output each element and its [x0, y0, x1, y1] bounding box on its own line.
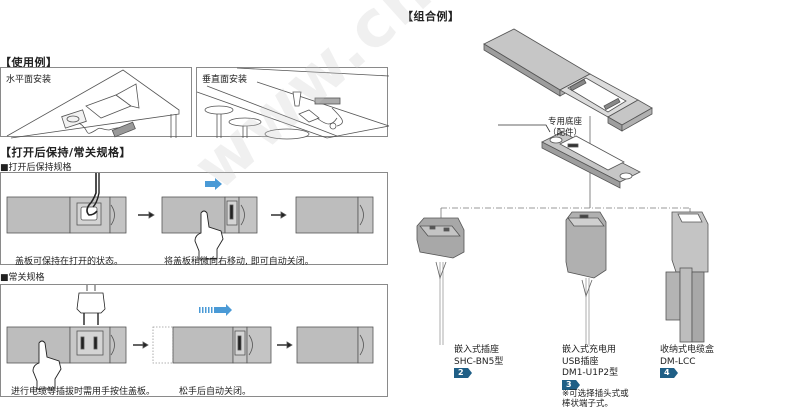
- combo-exploded-diagram: [416, 28, 709, 345]
- outlet-name: 嵌入式插座: [454, 345, 500, 355]
- combo-section-title: 【组合例】: [402, 10, 460, 23]
- usage-section-title: 【使用例】: [0, 56, 58, 69]
- usb-note: ※可选择插头式或 棒状端子式。: [562, 389, 629, 409]
- base-mount: [541, 131, 641, 189]
- vertical-install-label: 垂直面安装: [202, 75, 248, 85]
- hold-open-caption-2: 将盖板稍微向右移动, 即可自动关闭。: [164, 257, 314, 267]
- usb-badge: 3: [562, 380, 580, 390]
- normally-closed-diagram: [6, 285, 374, 390]
- usb-name: 嵌入式充电用: [562, 345, 617, 355]
- hold-open-panel: 盖板可保持在打开的状态。 将盖板稍微向右移动, 即可自动关闭。: [0, 172, 388, 267]
- normally-closed-step2-cover: [172, 326, 234, 364]
- normally-closed-step1-cover: [6, 326, 71, 364]
- base-mount-label-line1: 专用底座: [548, 117, 583, 127]
- horizontal-install-label: 水平面安装: [6, 75, 52, 85]
- desk-laptop-illustration: [6, 69, 180, 139]
- horizontal-install-panel: 水平面安装: [0, 67, 192, 139]
- usb-type: USB插座: [562, 356, 599, 367]
- usb-note-line2: 棒状端子式。: [562, 399, 614, 409]
- usb-note-line1: ※可选择插头式或: [562, 389, 629, 399]
- cable-box-model: DM-LCC: [660, 356, 696, 367]
- outlet-badge: 2: [454, 368, 472, 378]
- normally-closed-title: ■常关规格: [0, 273, 45, 283]
- combo-item-cable-box: 收纳式电缆盒 DM-LCC: [660, 345, 714, 368]
- normally-closed-caption-2: 松手后自动关闭。: [179, 387, 252, 397]
- hold-open-step1-cover: [6, 196, 71, 234]
- combo-item-usb: 嵌入式充电用 USB插座 DM1-U1P2型: [562, 345, 618, 380]
- counter-stools-illustration: [196, 67, 390, 140]
- base-mount-label-line2: （配件）: [548, 128, 583, 138]
- cable-box-name: 收纳式电缆盒: [660, 345, 715, 355]
- outlet-model: SHC-BN5型: [454, 356, 504, 367]
- normally-closed-step3-cover: [296, 326, 359, 364]
- spec-section-title: 【打开后保持/常关规格】: [0, 146, 132, 159]
- usb-model: DM1-U1P2型: [562, 368, 619, 378]
- hold-open-title: ■打开后保持规格: [0, 163, 72, 173]
- vertical-install-panel: 垂直面安装: [196, 67, 390, 140]
- dashed-blue-arrow-icon: [199, 304, 232, 316]
- hold-open-step2-cover: [161, 196, 226, 234]
- hold-open-caption-1: 盖板可保持在打开的状态。: [15, 257, 124, 267]
- combo-item-outlet: 嵌入式插座 SHC-BN5型: [454, 345, 503, 368]
- hold-open-diagram: [6, 173, 374, 260]
- plug-icon: [76, 285, 106, 325]
- hold-open-step3-cover: [295, 196, 359, 234]
- blue-arrow-icon: [205, 181, 215, 187]
- base-mount-label: 专用底座 （配件）: [548, 117, 582, 139]
- cover-plate-assembly: [483, 28, 653, 132]
- normally-closed-caption-1: 进行电缆等插拔时需用手按住盖板。: [11, 387, 156, 397]
- embedded-outlet-device: [416, 217, 465, 345]
- normally-closed-panel: 进行电缆等插拔时需用手按住盖板。 松手后自动关闭。: [0, 284, 388, 397]
- cable-box-badge: 4: [660, 368, 678, 378]
- cable-box-device: [665, 211, 709, 343]
- usb-charging-outlet-device: [565, 211, 607, 345]
